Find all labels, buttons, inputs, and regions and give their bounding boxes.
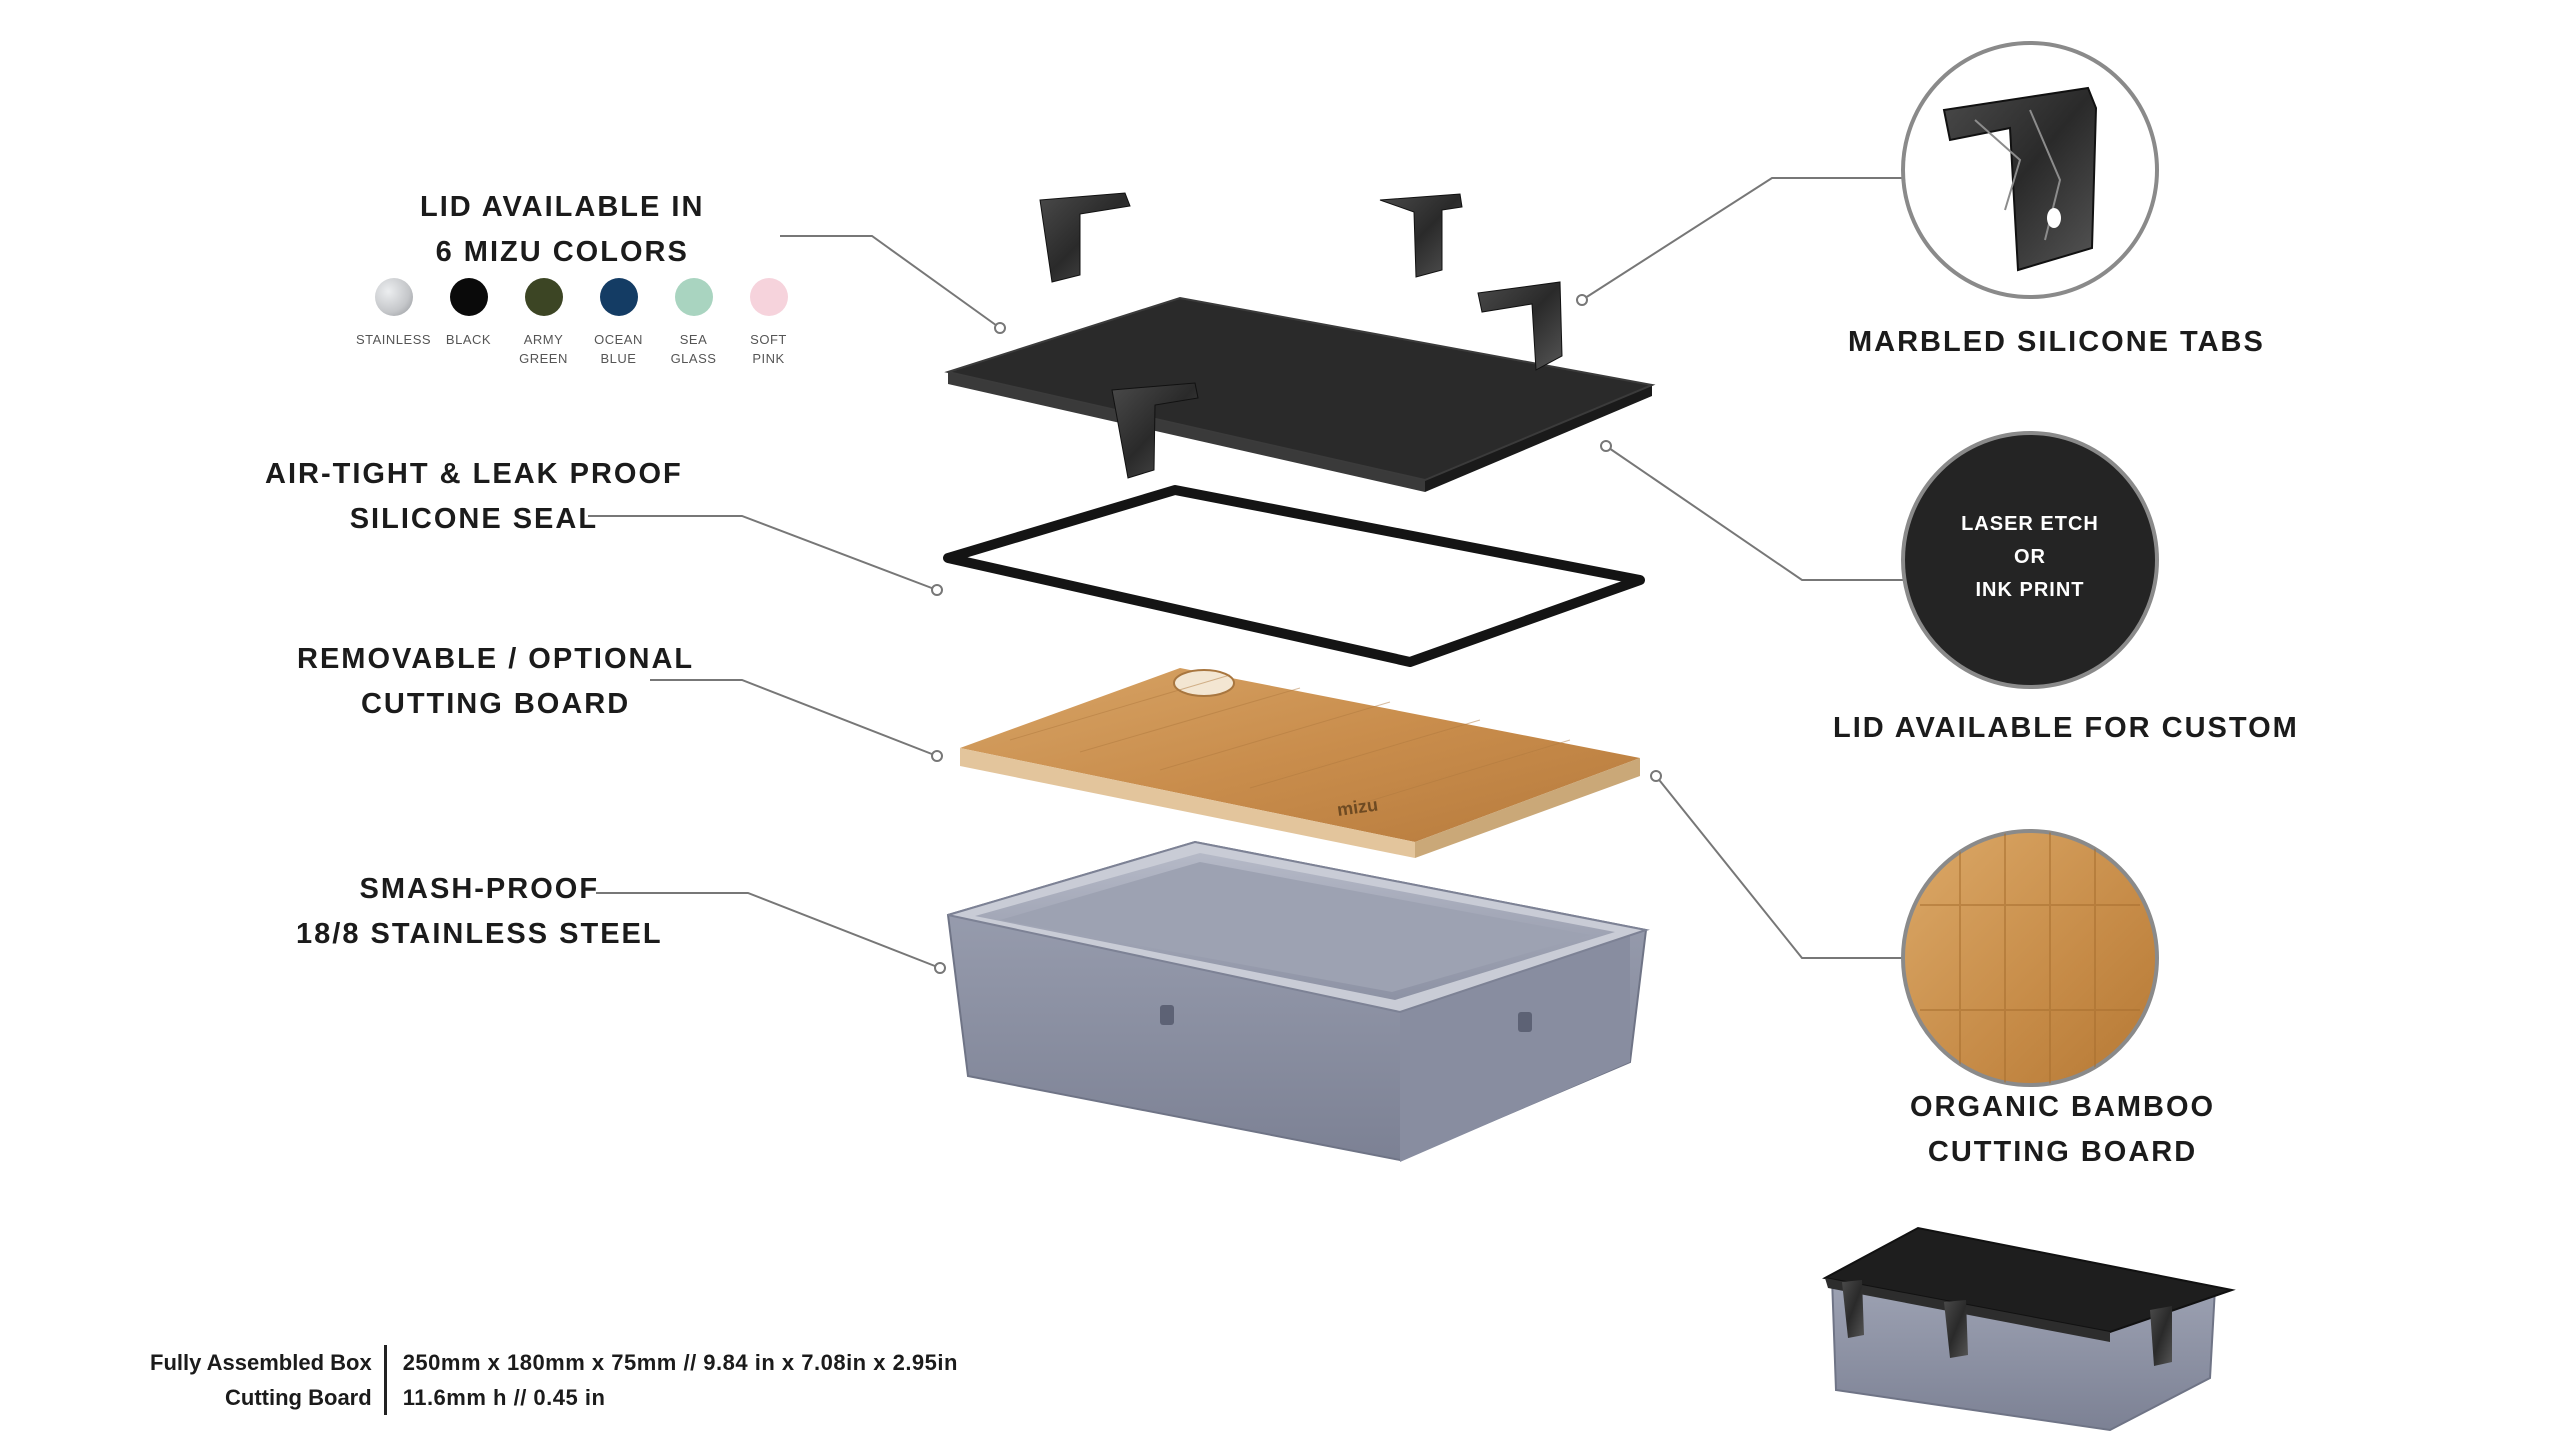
spec-value-board: 11.6mm h // 0.45 in xyxy=(402,1385,606,1410)
steel-container xyxy=(946,840,1650,1162)
color-swatch: BLACK xyxy=(431,278,506,368)
lid xyxy=(944,296,1656,492)
color-dot xyxy=(374,278,413,316)
cutting-board: mizu xyxy=(960,668,1640,858)
lid-colors-label: LID AVAILABLE IN 6 MIZU COLORS xyxy=(420,191,705,268)
marbled-tab-2 xyxy=(1379,193,1463,278)
color-dot xyxy=(524,278,563,316)
spec-label-assembled: Fully Assembled Box xyxy=(150,1350,372,1375)
color-dot xyxy=(449,278,488,316)
custom-lid-circle xyxy=(1901,431,2159,689)
cutting-board-label: REMOVABLE / OPTIONAL CUTTING BOARD xyxy=(297,643,695,720)
spec-value-assembled: 250mm x 180mm x 75mm // 9.84 in x 7.08in… xyxy=(402,1350,958,1375)
marbled-tabs xyxy=(1039,192,1563,479)
leader-lines xyxy=(588,177,1903,974)
leader-tabs xyxy=(1581,177,1903,301)
leader-steel xyxy=(596,892,941,969)
leader-custom xyxy=(1605,445,1903,581)
tab-detail-circle xyxy=(1901,41,2159,299)
bamboo-texture-icon xyxy=(1920,831,2140,1085)
leader-board xyxy=(650,679,938,757)
marbled-tab-4 xyxy=(1111,382,1199,479)
specs-table: Fully Assembled Box Cutting Board 250mm … xyxy=(150,1345,958,1415)
bamboo-detail-circle xyxy=(1901,829,2159,1087)
color-swatch: ARMY GREEN xyxy=(506,278,581,368)
color-name: SOFT PINK xyxy=(750,332,787,366)
custom-label: LID AVAILABLE FOR CUSTOM xyxy=(1833,712,2299,744)
color-dot xyxy=(749,278,788,316)
color-name: BLACK xyxy=(445,332,492,347)
color-name: STAINLESS xyxy=(355,332,432,347)
assembled-box xyxy=(1822,1226,2236,1432)
leader-lid-colors xyxy=(780,235,1001,329)
color-name: ARMY GREEN xyxy=(519,332,568,366)
color-swatch: STAINLESS xyxy=(356,278,431,368)
marbled-tab-3 xyxy=(1477,281,1563,371)
color-dot xyxy=(674,278,713,316)
spec-label-board: Cutting Board xyxy=(225,1385,372,1410)
tabs-label: MARBLED SILICONE TABS xyxy=(1848,326,2265,358)
marbled-tab-1 xyxy=(1039,192,1131,283)
silicone-seal xyxy=(943,485,1645,667)
seal-label: AIR-TIGHT & LEAK PROOF SILICONE SEAL xyxy=(265,458,683,535)
color-name: OCEAN BLUE xyxy=(594,332,643,366)
bamboo-label: ORGANIC BAMBOO CUTTING BOARD xyxy=(1910,1091,2216,1168)
custom-circle-text: LASER ETCH OR INK PRINT xyxy=(1961,513,2099,601)
leader-bamboo xyxy=(1655,775,1903,959)
color-dot xyxy=(599,278,638,316)
leader-seal xyxy=(588,515,938,591)
color-name: SEA GLASS xyxy=(670,332,717,366)
color-swatch: SOFT PINK xyxy=(731,278,806,368)
color-swatch: OCEAN BLUE xyxy=(581,278,656,368)
color-swatch: SEA GLASS xyxy=(656,278,731,368)
steel-label: SMASH-PROOF 18/8 STAINLESS STEEL xyxy=(296,873,663,950)
color-swatches: STAINLESS BLACK ARMY GREEN OCEAN BLUE SEA GL… xyxy=(356,278,806,368)
